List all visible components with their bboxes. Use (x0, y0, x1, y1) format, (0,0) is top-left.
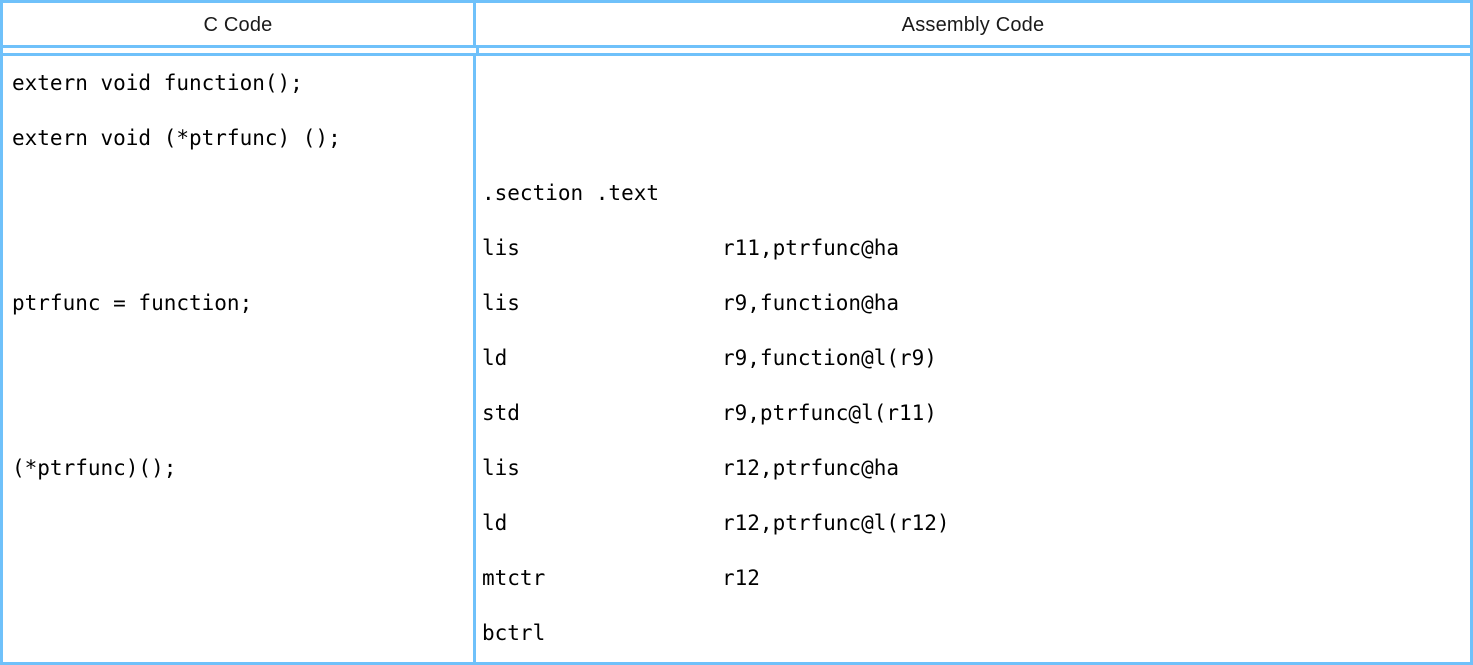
c-code-block: extern void function(); extern void (*pt… (3, 56, 473, 661)
assembly-operands: r9,function@ha (722, 291, 900, 315)
table-body: extern void function(); extern void (*pt… (3, 56, 1470, 662)
column-header-assembly-code: Assembly Code (901, 14, 1045, 36)
cell-c-code: extern void function(); extern void (*pt… (3, 56, 476, 662)
assembly-mnemonic: lis (482, 236, 520, 260)
header-rule-top (3, 45, 1470, 48)
assembly-code-line: ld r9,function@l(r9) (482, 331, 1470, 386)
assembly-code-block: .section .text lis r11,ptrfunc@ha lis r9… (476, 56, 1470, 661)
header-rule-bottom (3, 53, 1470, 56)
assembly-mnemonic: bctrl (482, 621, 546, 645)
assembly-code-line: mtctr r12 (482, 551, 1470, 606)
assembly-code-line: lis r11,ptrfunc@ha (482, 221, 1470, 276)
assembly-mnemonic: ld (482, 511, 508, 535)
assembly-code-line: ld r12,ptrfunc@l(r12) (482, 496, 1470, 551)
assembly-directive: .section .text (482, 181, 660, 205)
c-code-line: (*ptrfunc)(); (12, 456, 177, 480)
assembly-code-line: .section .text (482, 166, 1470, 221)
assembly-mnemonic: lis (482, 291, 520, 315)
assembly-code-line: lis r12,ptrfunc@ha (482, 441, 1470, 496)
c-code-line: ptrfunc = function; (12, 291, 253, 315)
assembly-operands: r12,ptrfunc@l(r12) (722, 511, 950, 535)
assembly-operands: r9,ptrfunc@l(r11) (722, 401, 937, 425)
column-header-c-code: C Code (3, 3, 476, 48)
assembly-operands: r11,ptrfunc@ha (722, 236, 900, 260)
assembly-code-line: lis r9,function@ha (482, 276, 1470, 331)
assembly-operands: r12 (722, 566, 760, 590)
c-code-line: extern void function(); (12, 71, 303, 95)
c-code-line: extern void (*ptrfunc) (); (12, 126, 341, 150)
assembly-mnemonic: lis (482, 456, 520, 480)
assembly-mnemonic: ld (482, 346, 508, 370)
assembly-operands: r9,function@l(r9) (722, 346, 937, 370)
table-header-row: C Code Assembly Code (3, 3, 1470, 48)
assembly-code-line: std r9,ptrfunc@l(r11) (482, 386, 1470, 441)
column-divider-crossbar (476, 45, 479, 56)
assembly-mnemonic: mtctr (482, 566, 546, 590)
cell-assembly-code: .section .text lis r11,ptrfunc@ha lis r9… (476, 56, 1470, 662)
assembly-code-line: bctrl (482, 606, 1470, 661)
assembly-operands: r12,ptrfunc@ha (722, 456, 900, 480)
assembly-mnemonic: std (482, 401, 520, 425)
